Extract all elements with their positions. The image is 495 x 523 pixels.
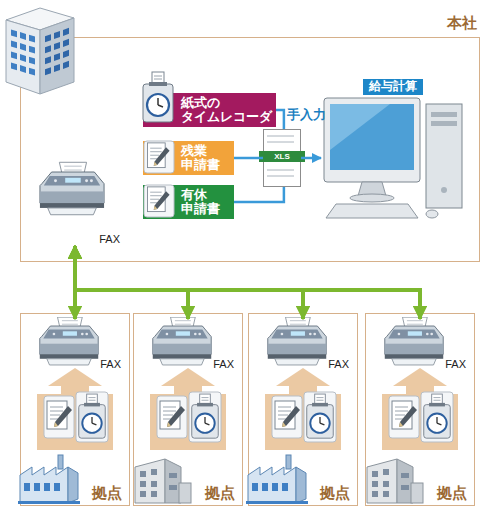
node-text: FAX <box>100 358 121 371</box>
fax-node: FAX <box>257 319 349 371</box>
branch-illustration <box>150 317 226 450</box>
building-icon <box>135 459 191 503</box>
fax-node: FAX <box>142 319 234 371</box>
computer-illustration <box>324 98 462 218</box>
node-text: FAX <box>328 358 349 371</box>
branch-illustration <box>265 317 341 450</box>
node-text: 拠点 <box>320 485 350 502</box>
connector-arrow <box>75 246 303 319</box>
branch-frame: 拠点 FAX <box>133 313 243 506</box>
connector-arrow <box>301 157 321 160</box>
fax-node: FAX <box>29 319 121 371</box>
node-text: 給与計算 <box>363 79 423 95</box>
icon-tile <box>144 141 174 173</box>
process-box: 紙式の タイムレコーダ <box>143 93 276 127</box>
connector-arrow <box>75 246 420 319</box>
factory-icon <box>246 455 308 504</box>
office-frame: 本社紙式の タイムレコーダ残業 申請書有休 申請書XLS給与計算FAX <box>20 37 480 262</box>
building-icon <box>367 459 423 503</box>
spreadsheet-file: XLS <box>263 129 301 187</box>
node-text: 残業 申請書 <box>181 144 232 173</box>
node-text: FAX <box>99 233 120 246</box>
factory-icon <box>18 455 80 504</box>
branch-frame: 拠点 FAX <box>365 313 475 506</box>
branch-frame: 拠点 FAX <box>20 313 130 506</box>
node-text: XLS <box>259 151 305 162</box>
icon-tile <box>144 185 174 217</box>
node-text: 拠点 <box>437 485 467 502</box>
connector-arrow <box>73 246 77 319</box>
spreadsheet-lines <box>267 136 294 176</box>
connector-arrow <box>276 110 284 129</box>
payroll-computer: 給与計算 <box>321 79 471 224</box>
annotation-label: 手入力 <box>287 107 326 124</box>
branch-frame: 拠点 FAX <box>248 313 358 506</box>
node-text: 拠点 <box>92 485 122 502</box>
document-icon <box>148 143 170 168</box>
document-icon <box>148 187 170 212</box>
node-text: FAX <box>213 358 234 371</box>
node-text: 有休 申請書 <box>181 188 232 217</box>
fax-node: FAX <box>374 319 466 371</box>
connector-arrow <box>234 187 284 202</box>
fax-node: FAX <box>30 159 120 246</box>
node-text: 紙式の タイムレコーダ <box>181 96 274 125</box>
node-text: 拠点 <box>205 485 235 502</box>
node-text: 本社 <box>447 15 477 32</box>
branch-illustration <box>37 317 113 450</box>
process-box: 有休 申請書 <box>143 185 234 219</box>
branch-illustration <box>382 317 458 450</box>
fax-machine <box>40 162 104 214</box>
connector-arrow <box>75 246 188 319</box>
process-box: 残業 申請書 <box>143 141 234 175</box>
head-office-building <box>6 8 74 94</box>
connector-arrow <box>234 157 263 160</box>
time-recorder-icon <box>143 72 173 122</box>
node-text: FAX <box>445 358 466 371</box>
